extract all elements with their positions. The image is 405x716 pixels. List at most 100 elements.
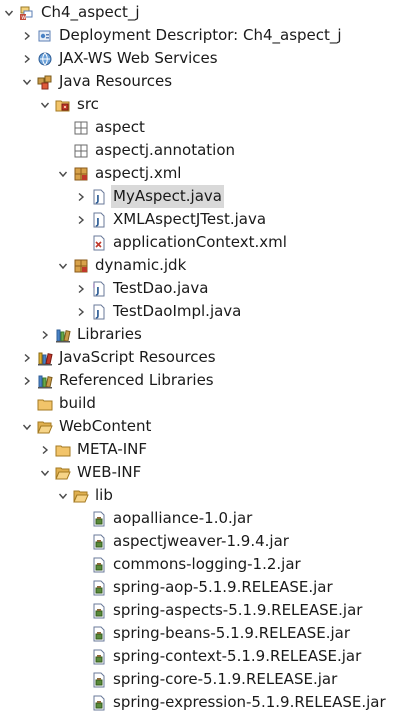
tree-item-label: aopalliance-1.0.jar — [113, 509, 253, 527]
tree-item-aspectj-annotation[interactable]: aspectj.annotation — [0, 139, 405, 162]
java-file-icon: J — [90, 211, 108, 229]
toggle-spacer — [74, 576, 88, 599]
tree-item-label: src — [77, 95, 99, 113]
tree-item-label: lib — [95, 486, 113, 504]
tree-item-label: META-INF — [77, 440, 148, 458]
expand-arrow-icon[interactable] — [38, 461, 52, 484]
tree-item-spring-aspects-5-1-9-release-jar[interactable]: spring-aspects-5.1.9.RELEASE.jar — [0, 599, 405, 622]
tree-item-label: Java Resources — [59, 72, 173, 90]
tree-item-label: spring-aspects-5.1.9.RELEASE.jar — [113, 601, 363, 619]
tree-item-label: TestDaoImpl.java — [113, 302, 242, 320]
tree-item-libraries[interactable]: Libraries — [0, 323, 405, 346]
tree-item-lib[interactable]: lib — [0, 484, 405, 507]
tree-item-label: applicationContext.xml — [113, 233, 287, 251]
collapse-arrow-icon[interactable] — [20, 47, 34, 70]
tree-item-label: spring-aop-5.1.9.RELEASE.jar — [113, 578, 333, 596]
tree-item-java-resources[interactable]: Java Resources — [0, 70, 405, 93]
tree-item-commons-logging-1-2-jar[interactable]: commons-logging-1.2.jar — [0, 553, 405, 576]
java-file-icon: J — [90, 303, 108, 321]
tree-item-aspect[interactable]: aspect — [0, 116, 405, 139]
expand-arrow-icon[interactable] — [38, 93, 52, 116]
toggle-spacer — [56, 116, 70, 139]
collapse-arrow-icon[interactable] — [20, 369, 34, 392]
xml-file-icon — [90, 234, 108, 252]
package-icon — [72, 165, 90, 183]
tree-item-label: spring-expression-5.1.9.RELEASE.jar — [113, 693, 386, 711]
tree-item-label: WEB-INF — [77, 463, 142, 481]
web-services-icon — [36, 50, 54, 68]
tree-item-aspectjweaver-1-9-4-jar[interactable]: aspectjweaver-1.9.4.jar — [0, 530, 405, 553]
open-folder-icon — [36, 418, 54, 436]
collapse-arrow-icon[interactable] — [74, 208, 88, 231]
collapse-arrow-icon[interactable] — [20, 24, 34, 47]
tree-item-xmlaspectjtest-java[interactable]: J XMLAspectJTest.java — [0, 208, 405, 231]
tree-item-testdaoimpl-java[interactable]: J TestDaoImpl.java — [0, 300, 405, 323]
jar-icon — [90, 648, 108, 666]
tree-item-spring-context-5-1-9-release-jar[interactable]: spring-context-5.1.9.RELEASE.jar — [0, 645, 405, 668]
expand-arrow-icon[interactable] — [56, 484, 70, 507]
tree-item-spring-core-5-1-9-release-jar[interactable]: spring-core-5.1.9.RELEASE.jar — [0, 668, 405, 691]
tree-item-javascript-resources[interactable]: JavaScript Resources — [0, 346, 405, 369]
tree-item-jax-ws-web-services[interactable]: JAX-WS Web Services — [0, 47, 405, 70]
toggle-spacer — [74, 507, 88, 530]
source-folder-icon — [54, 96, 72, 114]
toggle-spacer — [74, 553, 88, 576]
toggle-spacer — [74, 231, 88, 254]
svg-text:J: J — [95, 309, 99, 319]
tree-item-label: aspectj.annotation — [95, 141, 236, 159]
tree-item-aopalliance-1-0-jar[interactable]: aopalliance-1.0.jar — [0, 507, 405, 530]
toggle-spacer — [56, 139, 70, 162]
jar-icon — [90, 510, 108, 528]
tree-item-referenced-libraries[interactable]: Referenced Libraries — [0, 369, 405, 392]
collapse-arrow-icon[interactable] — [38, 438, 52, 461]
expand-arrow-icon[interactable] — [2, 1, 16, 24]
tree-item-label: spring-beans-5.1.9.RELEASE.jar — [113, 624, 351, 642]
tree-item-spring-beans-5-1-9-release-jar[interactable]: spring-beans-5.1.9.RELEASE.jar — [0, 622, 405, 645]
expand-arrow-icon[interactable] — [20, 70, 34, 93]
tree-item-label: XMLAspectJTest.java — [113, 210, 267, 228]
toggle-spacer — [74, 599, 88, 622]
tree-item-label: Libraries — [77, 325, 142, 343]
tree-item-webcontent[interactable]: WebContent — [0, 415, 405, 438]
folder-icon — [36, 395, 54, 413]
collapse-arrow-icon[interactable] — [74, 185, 88, 208]
package-icon — [72, 257, 90, 275]
tree-item-spring-aop-5-1-9-release-jar[interactable]: spring-aop-5.1.9.RELEASE.jar — [0, 576, 405, 599]
javascript-resources-icon — [36, 349, 54, 367]
tree-item-label: WebContent — [59, 417, 152, 435]
libraries-icon — [54, 326, 72, 344]
tree-item-label: Deployment Descriptor: Ch4_aspect_j — [59, 26, 342, 44]
tree-item-label: spring-context-5.1.9.RELEASE.jar — [113, 647, 362, 665]
tree-item-meta-inf[interactable]: META-INF — [0, 438, 405, 461]
expand-arrow-icon[interactable] — [56, 162, 70, 185]
deployment-descriptor-icon — [36, 27, 54, 45]
svg-text:J: J — [95, 194, 99, 204]
toggle-spacer — [74, 622, 88, 645]
tree-item-deployment-descriptor-ch4-aspect-j[interactable]: Deployment Descriptor: Ch4_aspect_j — [0, 24, 405, 47]
tree-item-build[interactable]: build — [0, 392, 405, 415]
expand-arrow-icon[interactable] — [56, 254, 70, 277]
folder-icon — [54, 441, 72, 459]
collapse-arrow-icon[interactable] — [38, 323, 52, 346]
tree-item-applicationcontext-xml[interactable]: applicationContext.xml — [0, 231, 405, 254]
expand-arrow-icon[interactable] — [20, 415, 34, 438]
tree-item-aspectj-xml[interactable]: aspectj.xml — [0, 162, 405, 185]
jar-icon — [90, 671, 108, 689]
tree-item-src[interactable]: src — [0, 93, 405, 116]
tree-item-web-inf[interactable]: WEB-INF — [0, 461, 405, 484]
collapse-arrow-icon[interactable] — [74, 277, 88, 300]
toggle-spacer — [74, 645, 88, 668]
collapse-arrow-icon[interactable] — [20, 346, 34, 369]
toggle-spacer — [74, 530, 88, 553]
tree-item-spring-expression-5-1-9-release-jar[interactable]: spring-expression-5.1.9.RELEASE.jar — [0, 691, 405, 714]
collapse-arrow-icon[interactable] — [74, 300, 88, 323]
tree-item-dynamic-jdk[interactable]: dynamic.jdk — [0, 254, 405, 277]
toggle-spacer — [20, 392, 34, 415]
tree-item-label: commons-logging-1.2.jar — [113, 555, 301, 573]
toggle-spacer — [74, 691, 88, 714]
